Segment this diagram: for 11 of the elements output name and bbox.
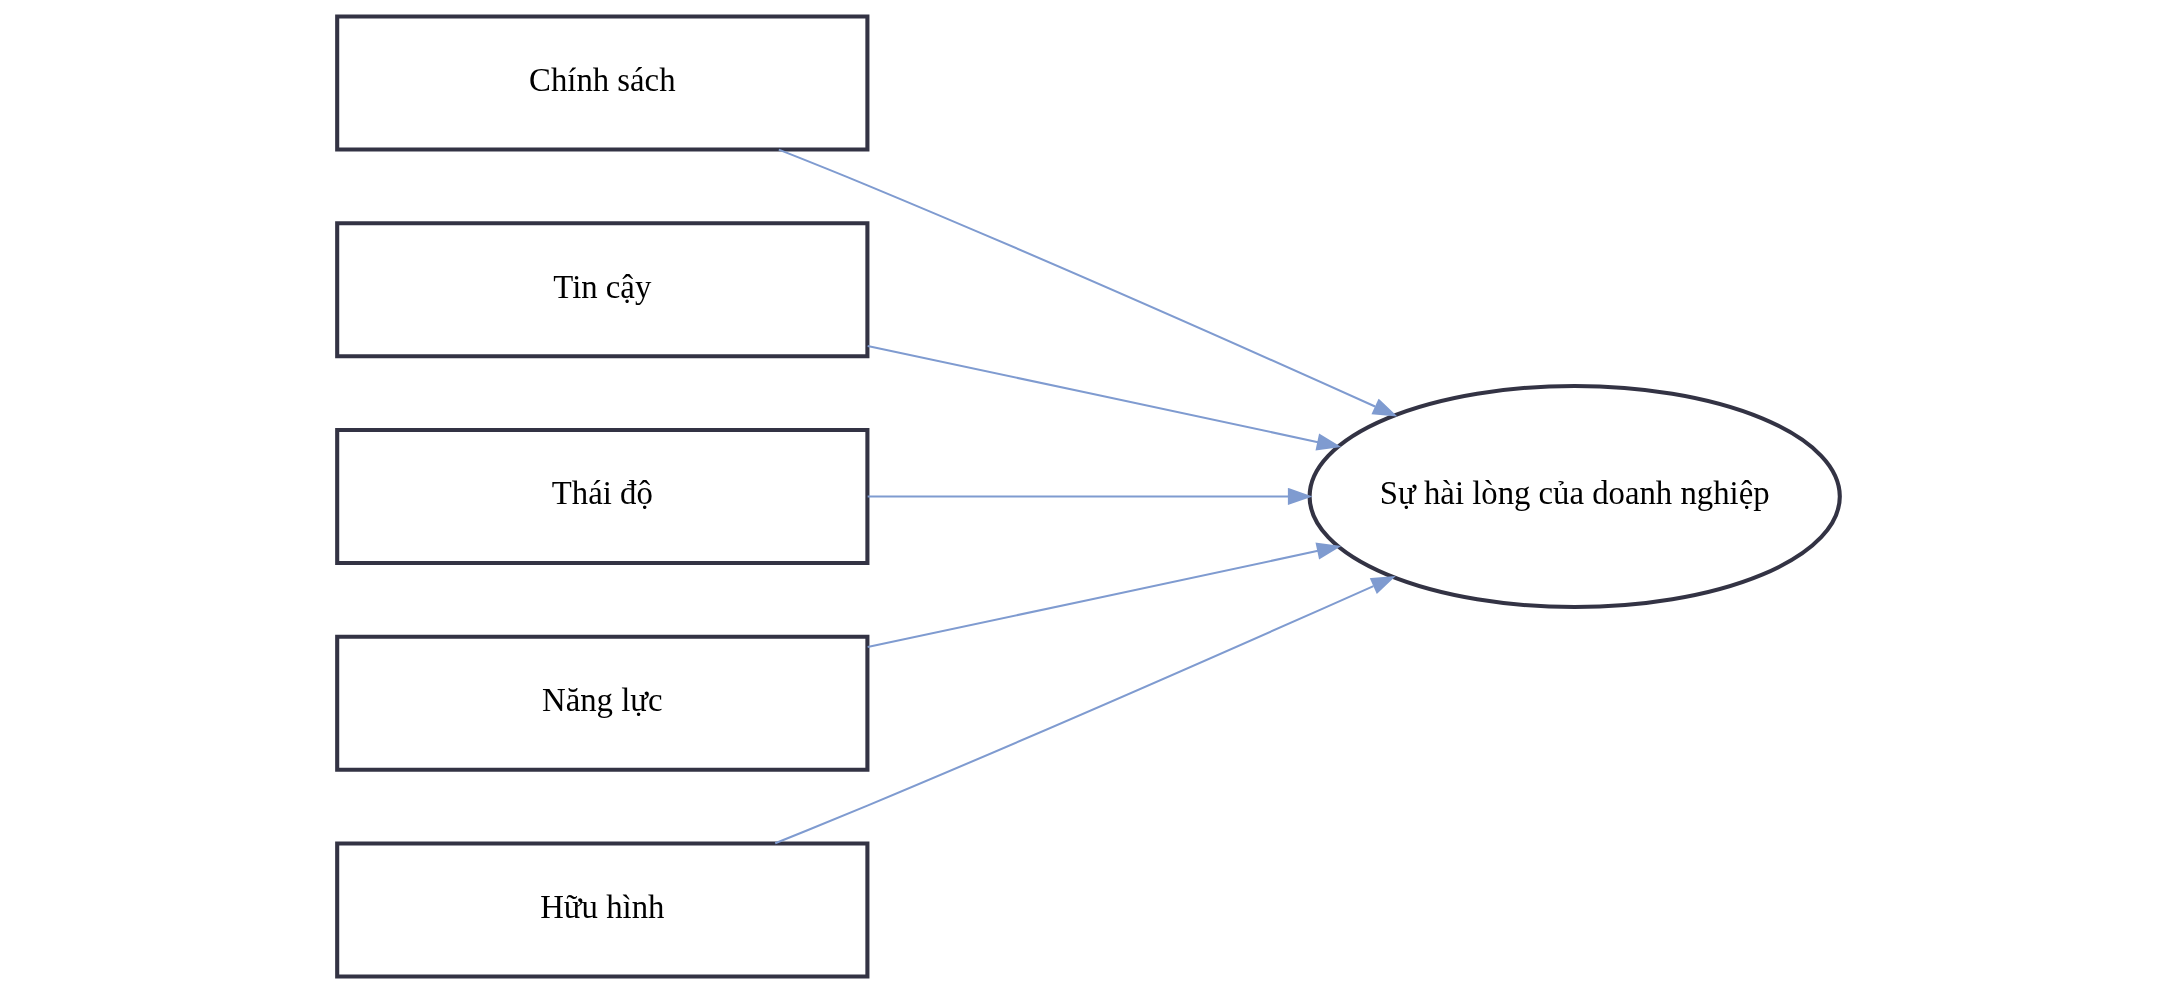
node-box: Năng lực [334, 634, 869, 772]
node-box: Chính sách [334, 14, 869, 152]
arrow [774, 576, 1396, 845]
arrow [866, 542, 1341, 649]
node-box: Thái độ [334, 427, 869, 566]
arrow [866, 344, 1341, 451]
node-ellipse: Sự hài lòng của doanh nghiệp [1307, 383, 1842, 610]
arrow [777, 148, 1397, 417]
node-box: Hữu hình [334, 841, 869, 979]
node-box: Tin cậy [334, 221, 869, 359]
arrow [867, 487, 1312, 506]
